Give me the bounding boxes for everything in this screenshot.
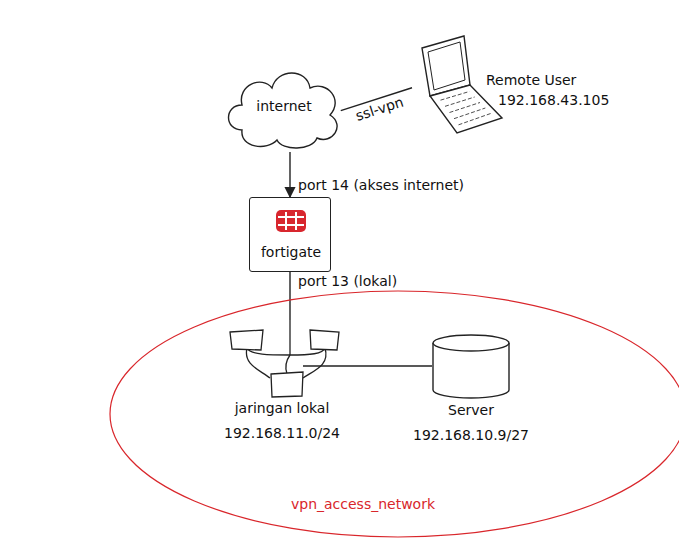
server-label: Server: [448, 402, 494, 418]
lan-node: jaringan lokal 192.168.11.0/24: [205, 320, 355, 450]
cloud-node: internet: [222, 60, 347, 152]
edge-label: port 14 (akses internet): [296, 178, 466, 193]
ip-address: 192.168.10.9/27: [413, 427, 529, 443]
zone-label: vpn_access_network: [291, 496, 435, 512]
user-name: Remote User: [486, 72, 576, 88]
lan-shape: [225, 320, 340, 400]
fortigate-shape: [276, 210, 306, 232]
edge-label: ssl-vpn: [352, 94, 407, 125]
cylinder-shape: [432, 333, 510, 399]
connector-line: [289, 272, 290, 320]
connector-line: [340, 365, 432, 366]
remote-user: Remote User 192.168.43.105: [412, 30, 662, 140]
subnet: 192.168.11.0/24: [224, 425, 340, 441]
lan-label: jaringan lokal: [235, 400, 330, 416]
firewall-box: fortigate: [249, 197, 331, 272]
server-node: Server 192.168.10.9/27: [380, 330, 560, 455]
cloud-label: internet: [256, 98, 311, 114]
ip-address: 192.168.43.105: [498, 92, 609, 108]
connector-line: [289, 152, 290, 197]
firewall-label: fortigate: [261, 244, 321, 260]
network-zone: vpn_access_network jaringan lokal 192.168.…: [109, 290, 679, 538]
edge-label: port 13 (lokal): [296, 274, 399, 289]
